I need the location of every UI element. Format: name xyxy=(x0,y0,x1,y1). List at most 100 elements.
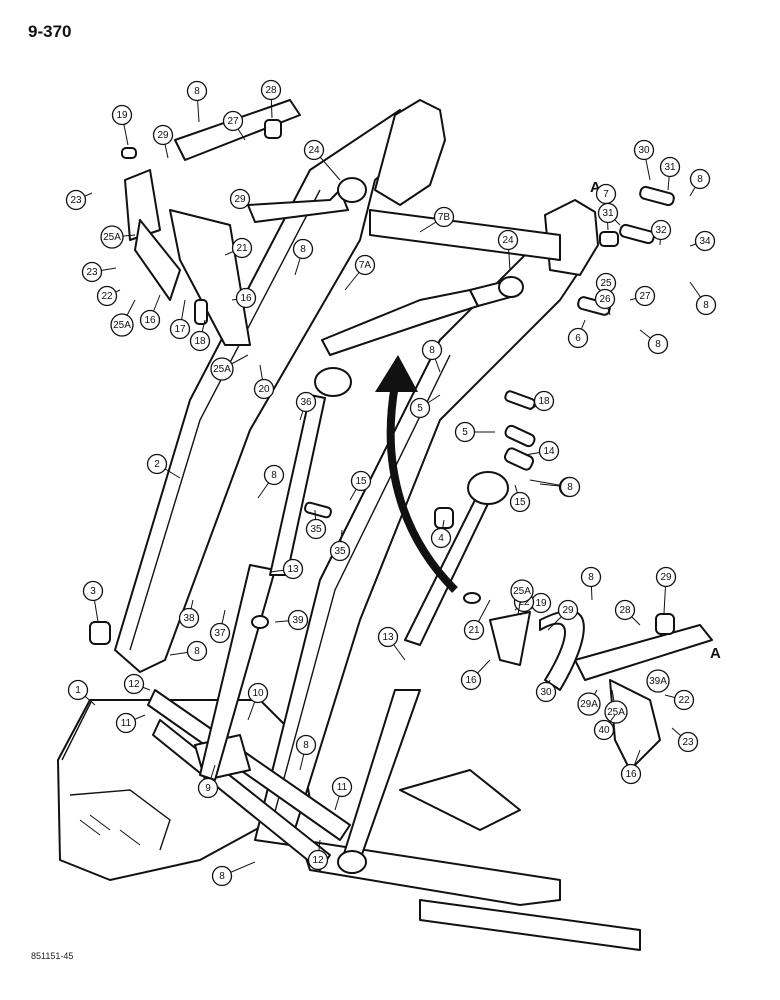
callout-balloon xyxy=(454,421,476,443)
callout-number: 8 xyxy=(219,871,225,882)
callout-number: 16 xyxy=(465,675,477,686)
callout-number: 40 xyxy=(598,725,610,736)
callout-23: 23 xyxy=(81,261,117,283)
callout-balloon xyxy=(559,476,581,498)
callout-balloon xyxy=(96,285,118,307)
reference-label-a: A xyxy=(590,179,601,196)
callout-balloon xyxy=(260,79,282,101)
callout-22: 22 xyxy=(664,689,695,711)
callout-number: 6 xyxy=(575,333,581,344)
callout-number: 13 xyxy=(287,564,299,575)
callout-number: 29 xyxy=(157,130,169,141)
callout-balloon xyxy=(460,669,482,691)
callout-balloon xyxy=(695,294,717,316)
callout-25a: 25A xyxy=(210,354,249,381)
callout-number: 27 xyxy=(227,116,239,127)
callout-balloon xyxy=(123,673,145,695)
callout-number: 34 xyxy=(699,236,711,247)
callout-balloon xyxy=(209,622,231,644)
callout-number: 35 xyxy=(310,524,322,535)
tilt-cylinder xyxy=(321,276,524,356)
callout-number: 39A xyxy=(649,676,667,687)
callout-31: 31 xyxy=(597,202,621,226)
assembly-arrow xyxy=(375,355,458,593)
callout-15: 15 xyxy=(349,470,372,501)
callout-number: 12 xyxy=(128,679,140,690)
callout-number: 8 xyxy=(655,339,661,350)
callout-balloon xyxy=(263,464,285,486)
callout-number: 28 xyxy=(619,605,631,616)
callout-number: 37 xyxy=(214,628,226,639)
callout-balloon xyxy=(211,865,233,887)
callout-balloon xyxy=(292,238,314,260)
callout-balloon xyxy=(350,470,372,492)
callout-balloon xyxy=(567,327,589,349)
callout-number: 5 xyxy=(462,427,468,438)
callout-balloon xyxy=(197,777,219,799)
callout-balloon xyxy=(178,607,200,629)
callout-29: 29 xyxy=(655,566,677,614)
callout-number: 38 xyxy=(183,613,195,624)
callout-10: 10 xyxy=(247,682,269,721)
callout-number: 23 xyxy=(86,267,98,278)
callout-number: 5 xyxy=(417,403,423,414)
callout-balloon xyxy=(594,288,616,310)
callout-balloon xyxy=(169,318,191,340)
callout-23: 23 xyxy=(671,727,699,753)
callout-number: 35 xyxy=(334,546,346,557)
callout-balloon xyxy=(186,80,208,102)
callout-number: 20 xyxy=(258,384,270,395)
callout-number: 21 xyxy=(236,243,248,254)
callout-8: 8 xyxy=(421,339,443,373)
callout-balloon xyxy=(689,168,711,190)
callout-36: 36 xyxy=(295,391,317,421)
callout-number: 26 xyxy=(599,294,611,305)
callout-number: 22 xyxy=(678,695,690,706)
callout-balloon xyxy=(282,558,304,580)
callout-34: 34 xyxy=(689,230,716,252)
callout-25a: 25A xyxy=(110,299,136,337)
bucket-link-left xyxy=(124,99,301,346)
callout-number: 7 xyxy=(603,189,609,200)
callout-balloon xyxy=(533,390,555,412)
callout-31: 31 xyxy=(659,156,681,191)
callout-balloon xyxy=(152,124,174,146)
callout-balloon xyxy=(647,333,669,355)
callout-number: 29 xyxy=(660,572,672,583)
callout-number: 8 xyxy=(588,572,594,583)
reference-labels: A A xyxy=(590,179,721,662)
callout-number: 30 xyxy=(540,687,552,698)
callout-24: 24 xyxy=(303,139,341,181)
callout-number: 8 xyxy=(567,482,573,493)
callout-balloon xyxy=(189,330,211,352)
arm-cross-member xyxy=(369,209,561,261)
callout-balloon xyxy=(287,609,309,631)
callout-11: 11 xyxy=(115,712,146,734)
callout-balloon xyxy=(235,287,257,309)
callout-number: 8 xyxy=(300,244,306,255)
callout-number: 19 xyxy=(535,598,547,609)
callout-29a: 29A xyxy=(577,689,601,716)
callout-number: 29 xyxy=(234,194,246,205)
callout-30: 30 xyxy=(633,139,655,181)
callout-number: 11 xyxy=(121,718,132,729)
callout-balloon xyxy=(646,669,670,693)
callout-25a: 25A xyxy=(100,225,136,249)
callout-14: 14 xyxy=(524,440,560,462)
callout-number: 7B xyxy=(438,212,451,223)
callout-number: 29 xyxy=(562,605,574,616)
callout-22: 22 xyxy=(96,285,121,307)
callout-18: 18 xyxy=(529,390,555,412)
callout-25a: 25A xyxy=(510,579,534,616)
callout-balloon xyxy=(295,734,317,756)
callout-number: 1 xyxy=(75,685,81,696)
callout-number: 8 xyxy=(271,470,277,481)
callout-8: 8 xyxy=(689,168,711,197)
callout-balloon xyxy=(331,776,353,798)
callout-16: 16 xyxy=(620,749,642,785)
callout-number: 8 xyxy=(429,345,435,356)
callout-number: 8 xyxy=(303,740,309,751)
callout-29: 29 xyxy=(547,599,579,631)
callout-39a: 39A xyxy=(646,669,670,693)
callout-27: 27 xyxy=(222,110,246,141)
